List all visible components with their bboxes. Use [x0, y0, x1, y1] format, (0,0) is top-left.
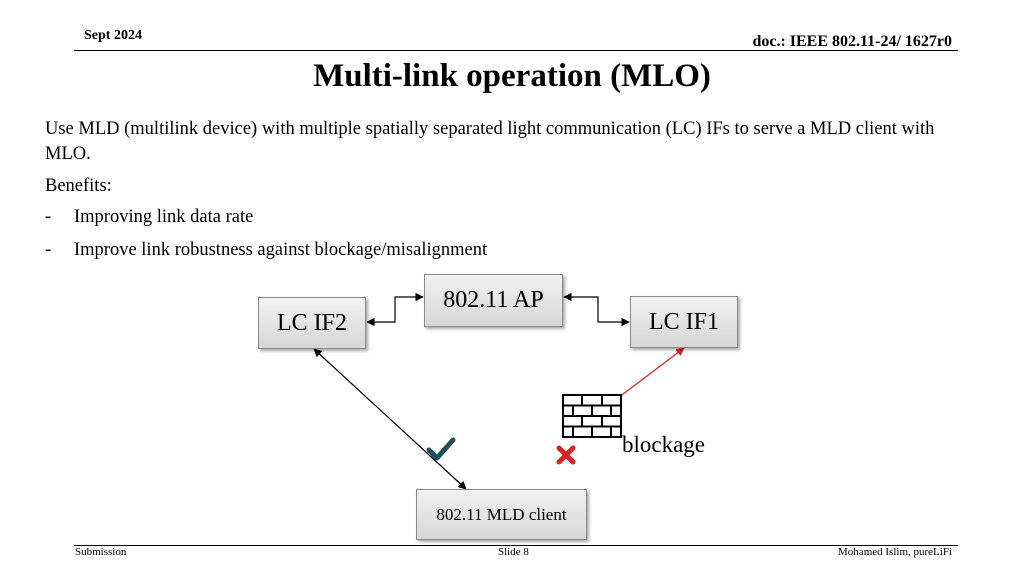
cross-icon: [556, 445, 576, 465]
intro-paragraph: Use MLD (multilink device) with multiple…: [45, 119, 935, 164]
mld-client-node: 802.11 MLD client: [416, 489, 587, 540]
bullet-item: - Improve link robustness against blockag…: [45, 238, 487, 263]
lc-if2-client-link: [313, 348, 467, 490]
bullet-item: - Improving link data rate: [45, 205, 253, 230]
footer-author: Mohamed Islim, pureLiFi: [838, 546, 952, 558]
lc-if2-node: LC IF2: [258, 297, 366, 349]
lc-if1-node: LC IF1: [630, 296, 738, 348]
footer-slide-number: Slide 8: [498, 546, 529, 558]
footer-divider: [74, 545, 958, 546]
ap-to-lc-if2-connector: [366, 292, 424, 327]
bullet-text: Improving link data rate: [74, 207, 254, 227]
checkmark-icon: [426, 437, 456, 461]
benefits-heading: Benefits:: [45, 176, 112, 196]
ap-to-lc-if1-connector: [563, 292, 630, 327]
header-doc-id: doc.: IEEE 802.11-24/ 1627r0: [752, 33, 952, 50]
slide-title: Multi-link operation (MLO): [313, 58, 711, 94]
mld-client-label: 802.11 MLD client: [436, 504, 567, 524]
header-divider: [74, 50, 958, 51]
lc-if1-label: LC IF1: [648, 308, 719, 335]
brick-wall-icon: [562, 394, 622, 438]
lc-if2-label: LC IF2: [276, 309, 347, 336]
blockage-label: blockage: [622, 432, 706, 457]
bullet-marker: -: [45, 207, 52, 227]
ap-label: 802.11 AP: [443, 287, 544, 313]
bullet-text: Improve link robustness against blockage…: [74, 240, 488, 260]
footer-submission: Submission: [75, 546, 127, 558]
ap-node: 802.11 AP: [424, 274, 563, 327]
header-date: Sept 2024: [84, 28, 142, 43]
bullet-marker: -: [45, 240, 52, 260]
